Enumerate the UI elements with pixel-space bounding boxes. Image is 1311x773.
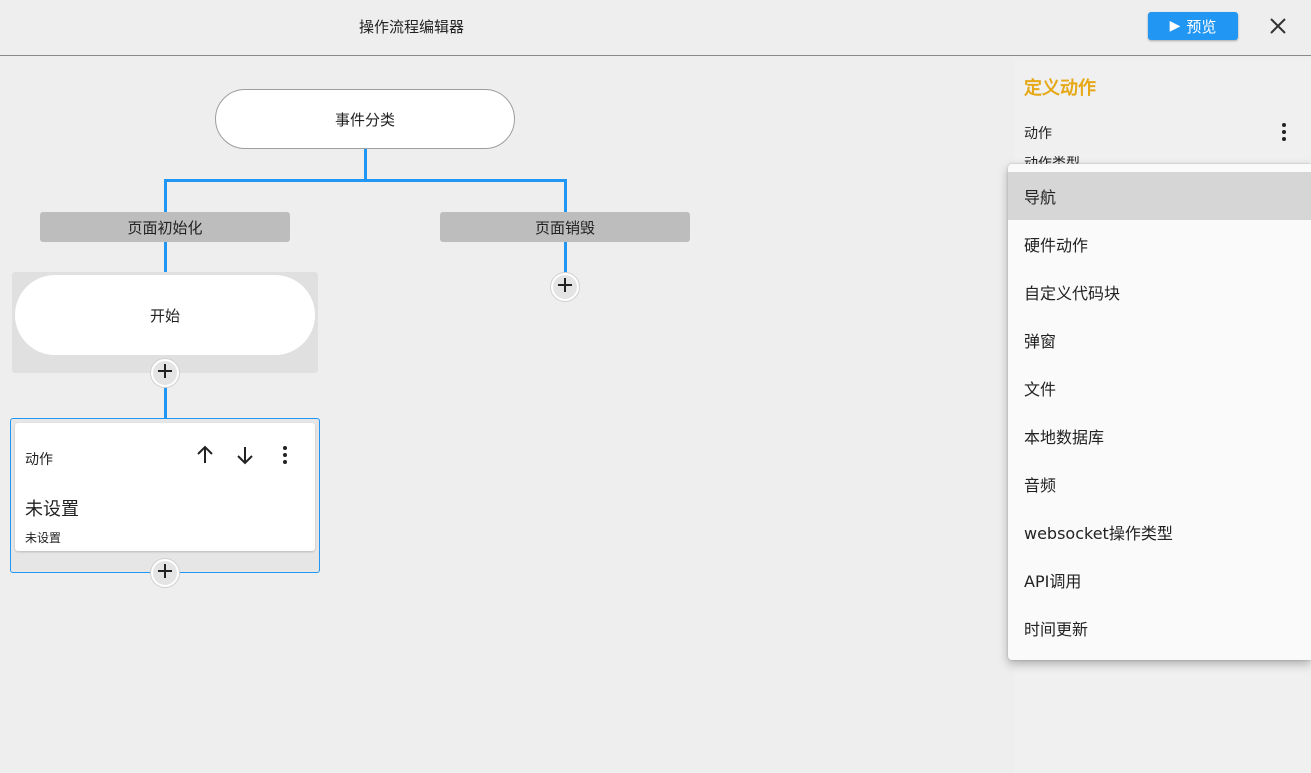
action-type-dropdown: 导航 硬件动作 自定义代码块 弹窗 文件 本地数据库 音频 websocket操…	[1008, 164, 1311, 660]
close-icon[interactable]	[1266, 14, 1290, 38]
connector-line	[564, 179, 567, 212]
action-field-label: 动作	[1024, 126, 1052, 142]
event-page-destroy[interactable]: 页面销毁	[440, 212, 690, 242]
event-category-node[interactable]: 事件分类	[215, 89, 515, 149]
add-step-button[interactable]	[551, 273, 579, 301]
menu-item-popup[interactable]: 弹窗	[1024, 332, 1057, 351]
menu-item-file[interactable]: 文件	[1024, 380, 1057, 399]
action-container[interactable]: 动作 未设置 未设置	[10, 418, 320, 573]
page-title: 操作流程编辑器	[359, 18, 465, 36]
more-vert-icon[interactable]	[273, 443, 297, 467]
start-container: 开始	[12, 272, 318, 373]
connector-line	[164, 179, 167, 212]
connector-line	[564, 242, 567, 274]
more-vert-icon[interactable]	[1272, 120, 1296, 144]
menu-item-websocket[interactable]: websocket操作类型	[1024, 524, 1173, 543]
connector-line	[164, 179, 567, 182]
action-sub-value: 未设置	[25, 531, 62, 545]
menu-item-local-database[interactable]: 本地数据库	[1024, 428, 1105, 447]
action-card[interactable]: 动作 未设置 未设置	[15, 423, 315, 551]
panel-title: 定义动作	[1024, 78, 1096, 99]
add-step-button[interactable]	[151, 559, 179, 587]
add-step-button[interactable]	[151, 359, 179, 387]
plus-icon	[157, 363, 173, 383]
menu-item-custom-code-block[interactable]: 自定义代码块	[1024, 284, 1121, 303]
start-node[interactable]: 开始	[15, 275, 315, 355]
menu-item-time-update[interactable]: 时间更新	[1024, 620, 1089, 639]
action-value: 未设置	[25, 499, 79, 520]
plus-icon	[157, 563, 173, 583]
app-header: 操作流程编辑器 ▶ 预览	[0, 0, 1311, 56]
menu-item-api-call[interactable]: API调用	[1024, 572, 1082, 591]
connector-line	[164, 386, 167, 418]
menu-item-hardware-action[interactable]: 硬件动作	[1024, 236, 1089, 255]
preview-button[interactable]: ▶ 预览	[1148, 12, 1238, 40]
menu-item-audio[interactable]: 音频	[1024, 476, 1057, 495]
arrow-up-icon[interactable]	[193, 443, 217, 467]
menu-item-navigation[interactable]: 导航	[1008, 172, 1311, 220]
plus-icon	[557, 277, 573, 297]
preview-label: 预览	[1186, 17, 1217, 36]
play-icon: ▶	[1169, 18, 1181, 34]
connector-line	[164, 242, 167, 272]
connector-line	[364, 149, 367, 181]
action-card-title: 动作	[25, 452, 53, 468]
event-page-init[interactable]: 页面初始化	[40, 212, 290, 242]
arrow-down-icon[interactable]	[233, 443, 257, 467]
